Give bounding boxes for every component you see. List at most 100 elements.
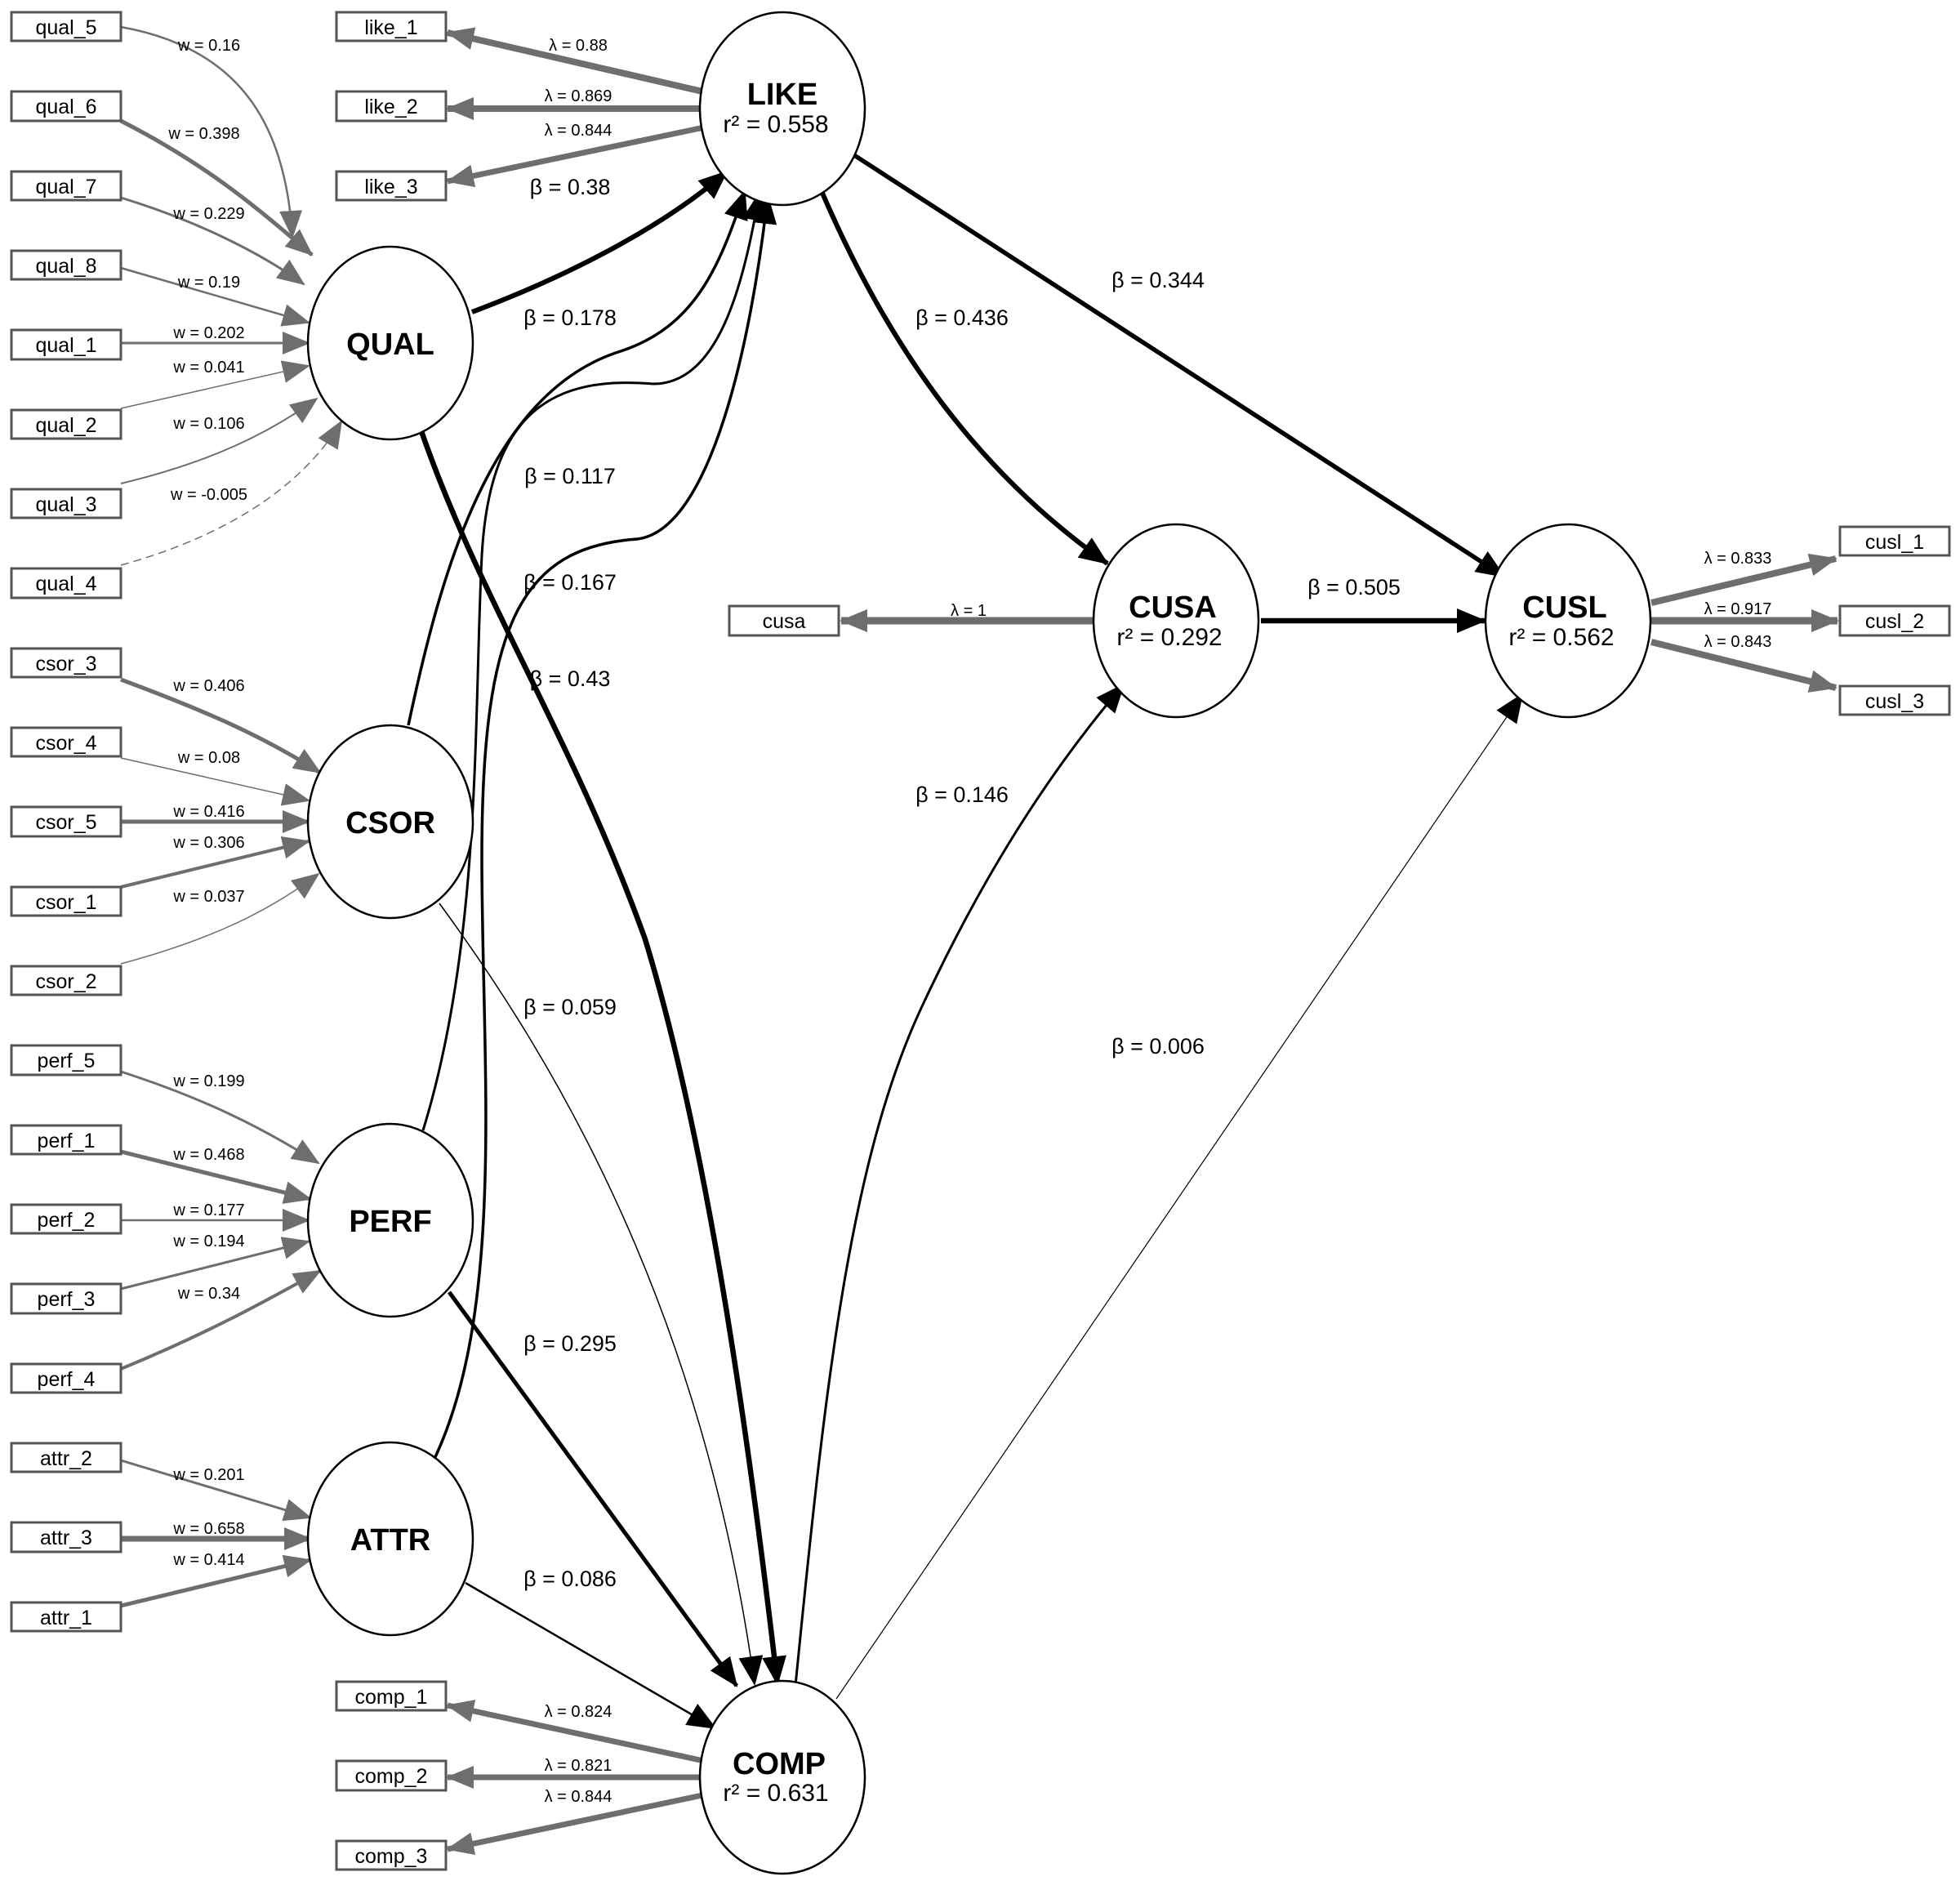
cusa-loadings: λ = 1 <box>840 602 1094 632</box>
svg-text:like_3: like_3 <box>364 176 417 198</box>
svg-text:cusl_2: cusl_2 <box>1865 610 1924 633</box>
edge-perf3-perf <box>120 1237 310 1290</box>
weight-label: w = 0.34 <box>177 1285 240 1303</box>
path-perf-like <box>421 191 767 1131</box>
like-loadings: λ = 0.88 λ = 0.869 λ = 0.844 <box>446 27 705 188</box>
svg-text:csor_1: csor_1 <box>35 891 96 914</box>
svg-text:r² = 0.558: r² = 0.558 <box>723 111 828 138</box>
indicator-boxes: qual_5 qual_6 qual_7 qual_8 qual_1 qual_… <box>10 11 1951 1871</box>
svg-text:qual_1: qual_1 <box>35 334 96 357</box>
indicator-cusa: cusa <box>728 604 840 637</box>
svg-text:qual_8: qual_8 <box>35 255 96 278</box>
indicator-attr-2: attr_2 <box>10 1442 122 1473</box>
indicator-like-2: like_2 <box>335 90 448 123</box>
svg-text:attr_2: attr_2 <box>40 1447 92 1470</box>
svg-text:attr_3: attr_3 <box>40 1527 92 1549</box>
loading-label: λ = 0.824 <box>545 1703 612 1721</box>
svg-text:like_1: like_1 <box>364 16 417 39</box>
indicator-qual-7: qual_7 <box>10 170 122 202</box>
svg-text:COMP: COMP <box>733 1747 826 1781</box>
loading-label: λ = 0.833 <box>1704 550 1772 568</box>
indicator-perf-4: perf_4 <box>10 1362 122 1394</box>
edge-perf5-perf <box>120 1070 320 1165</box>
beta-label: β = 0.43 <box>530 666 611 691</box>
edge-csor2-csor <box>120 872 320 965</box>
loading-label: λ = 0.844 <box>545 1788 612 1806</box>
cusl-loadings: λ = 0.833 λ = 0.917 λ = 0.843 <box>1650 550 1839 693</box>
svg-text:csor_2: csor_2 <box>35 970 96 993</box>
weight-label: w = 0.468 <box>172 1146 244 1164</box>
svg-text:CUSL: CUSL <box>1522 591 1606 625</box>
indicator-csor-2: csor_2 <box>10 965 122 996</box>
svg-text:cusl_1: cusl_1 <box>1865 531 1924 554</box>
beta-label: β = 0.086 <box>523 1567 617 1591</box>
svg-text:perf_3: perf_3 <box>38 1288 96 1311</box>
edge-qual2-qual <box>120 360 310 409</box>
csor-weights: w = 0.406 w = 0.08 w = 0.416 w = 0.306 w… <box>120 677 322 965</box>
path-comp-cusl <box>835 693 1524 1700</box>
weight-label: w = 0.398 <box>167 125 239 143</box>
construct-cusl: CUSL r² = 0.562 <box>1484 523 1652 719</box>
construct-cusa: CUSA r² = 0.292 <box>1092 523 1260 719</box>
edge-attr1-attr <box>120 1554 312 1608</box>
svg-text:like_2: like_2 <box>364 96 417 118</box>
weight-label: w = -0.005 <box>170 486 247 504</box>
svg-text:csor_4: csor_4 <box>35 732 96 755</box>
indicator-perf-5: perf_5 <box>10 1044 122 1076</box>
edge-cusl-cusl1 <box>1650 553 1838 606</box>
edge-qual4-qual <box>120 420 343 566</box>
path-like-cusa <box>819 189 1109 566</box>
edge-csor1-csor <box>120 836 310 889</box>
indicator-like-1: like_1 <box>335 11 448 42</box>
svg-text:perf_5: perf_5 <box>38 1050 96 1072</box>
svg-text:qual_5: qual_5 <box>35 16 96 39</box>
construct-like: LIKE r² = 0.558 <box>698 11 866 207</box>
weight-label: w = 0.041 <box>172 359 244 377</box>
svg-text:QUAL: QUAL <box>346 328 434 362</box>
edge-comp-comp3 <box>446 1792 703 1856</box>
weight-label: w = 0.194 <box>172 1232 244 1250</box>
loading-label: λ = 0.88 <box>549 37 608 55</box>
svg-text:qual_3: qual_3 <box>35 493 96 516</box>
indicator-attr-3: attr_3 <box>10 1521 122 1553</box>
loading-label: λ = 1 <box>951 602 987 620</box>
svg-text:comp_2: comp_2 <box>355 1765 428 1788</box>
indicator-csor-5: csor_5 <box>10 805 122 838</box>
edge-like-like3 <box>446 124 705 188</box>
edge-qual8-qual <box>120 266 310 327</box>
weight-label: w = 0.414 <box>172 1551 244 1569</box>
beta-label: β = 0.38 <box>530 175 611 199</box>
indicator-csor-4: csor_4 <box>10 726 122 758</box>
indicator-qual-1: qual_1 <box>10 328 122 361</box>
loading-label: λ = 0.821 <box>545 1757 612 1775</box>
svg-text:csor_5: csor_5 <box>35 811 96 834</box>
svg-text:PERF: PERF <box>349 1205 431 1239</box>
indicator-csor-3: csor_3 <box>10 647 122 679</box>
indicator-qual-4: qual_4 <box>10 567 122 600</box>
svg-text:cusl_3: cusl_3 <box>1865 690 1924 713</box>
svg-text:qual_2: qual_2 <box>35 414 96 437</box>
svg-text:csor_3: csor_3 <box>35 653 96 675</box>
path-csor-like <box>407 189 748 726</box>
construct-qual: QUAL <box>306 245 474 441</box>
edge-qual3-qual <box>120 397 318 484</box>
indicator-csor-1: csor_1 <box>10 885 122 917</box>
edge-csor4-csor <box>120 757 310 806</box>
path-qual-like <box>470 169 728 314</box>
qual-weights: w = 0.16 w = 0.398 w = 0.229 w = 0.19 w … <box>119 25 343 566</box>
weight-label: w = 0.229 <box>172 205 244 223</box>
structural-paths: β = 0.38 β = 0.178 β = 0.117 β = 0.167 β… <box>407 153 1524 1730</box>
construct-attr: ATTR <box>306 1441 474 1637</box>
svg-text:r² = 0.562: r² = 0.562 <box>1508 624 1614 651</box>
weight-label: w = 0.306 <box>172 834 244 852</box>
constructs: QUAL CSOR PERF ATTR LIKE r² = 0.558 COMP… <box>306 11 1652 1875</box>
indicator-comp-1: comp_1 <box>335 1680 448 1712</box>
svg-text:ATTR: ATTR <box>350 1523 431 1558</box>
beta-label: β = 0.146 <box>915 782 1009 807</box>
svg-text:CUSA: CUSA <box>1129 591 1217 625</box>
beta-label: β = 0.436 <box>915 305 1009 330</box>
edge-qual7-qual <box>120 196 305 286</box>
beta-label: β = 0.505 <box>1307 575 1401 600</box>
beta-label: β = 0.344 <box>1111 268 1205 292</box>
svg-text:r² = 0.631: r² = 0.631 <box>723 1780 828 1807</box>
